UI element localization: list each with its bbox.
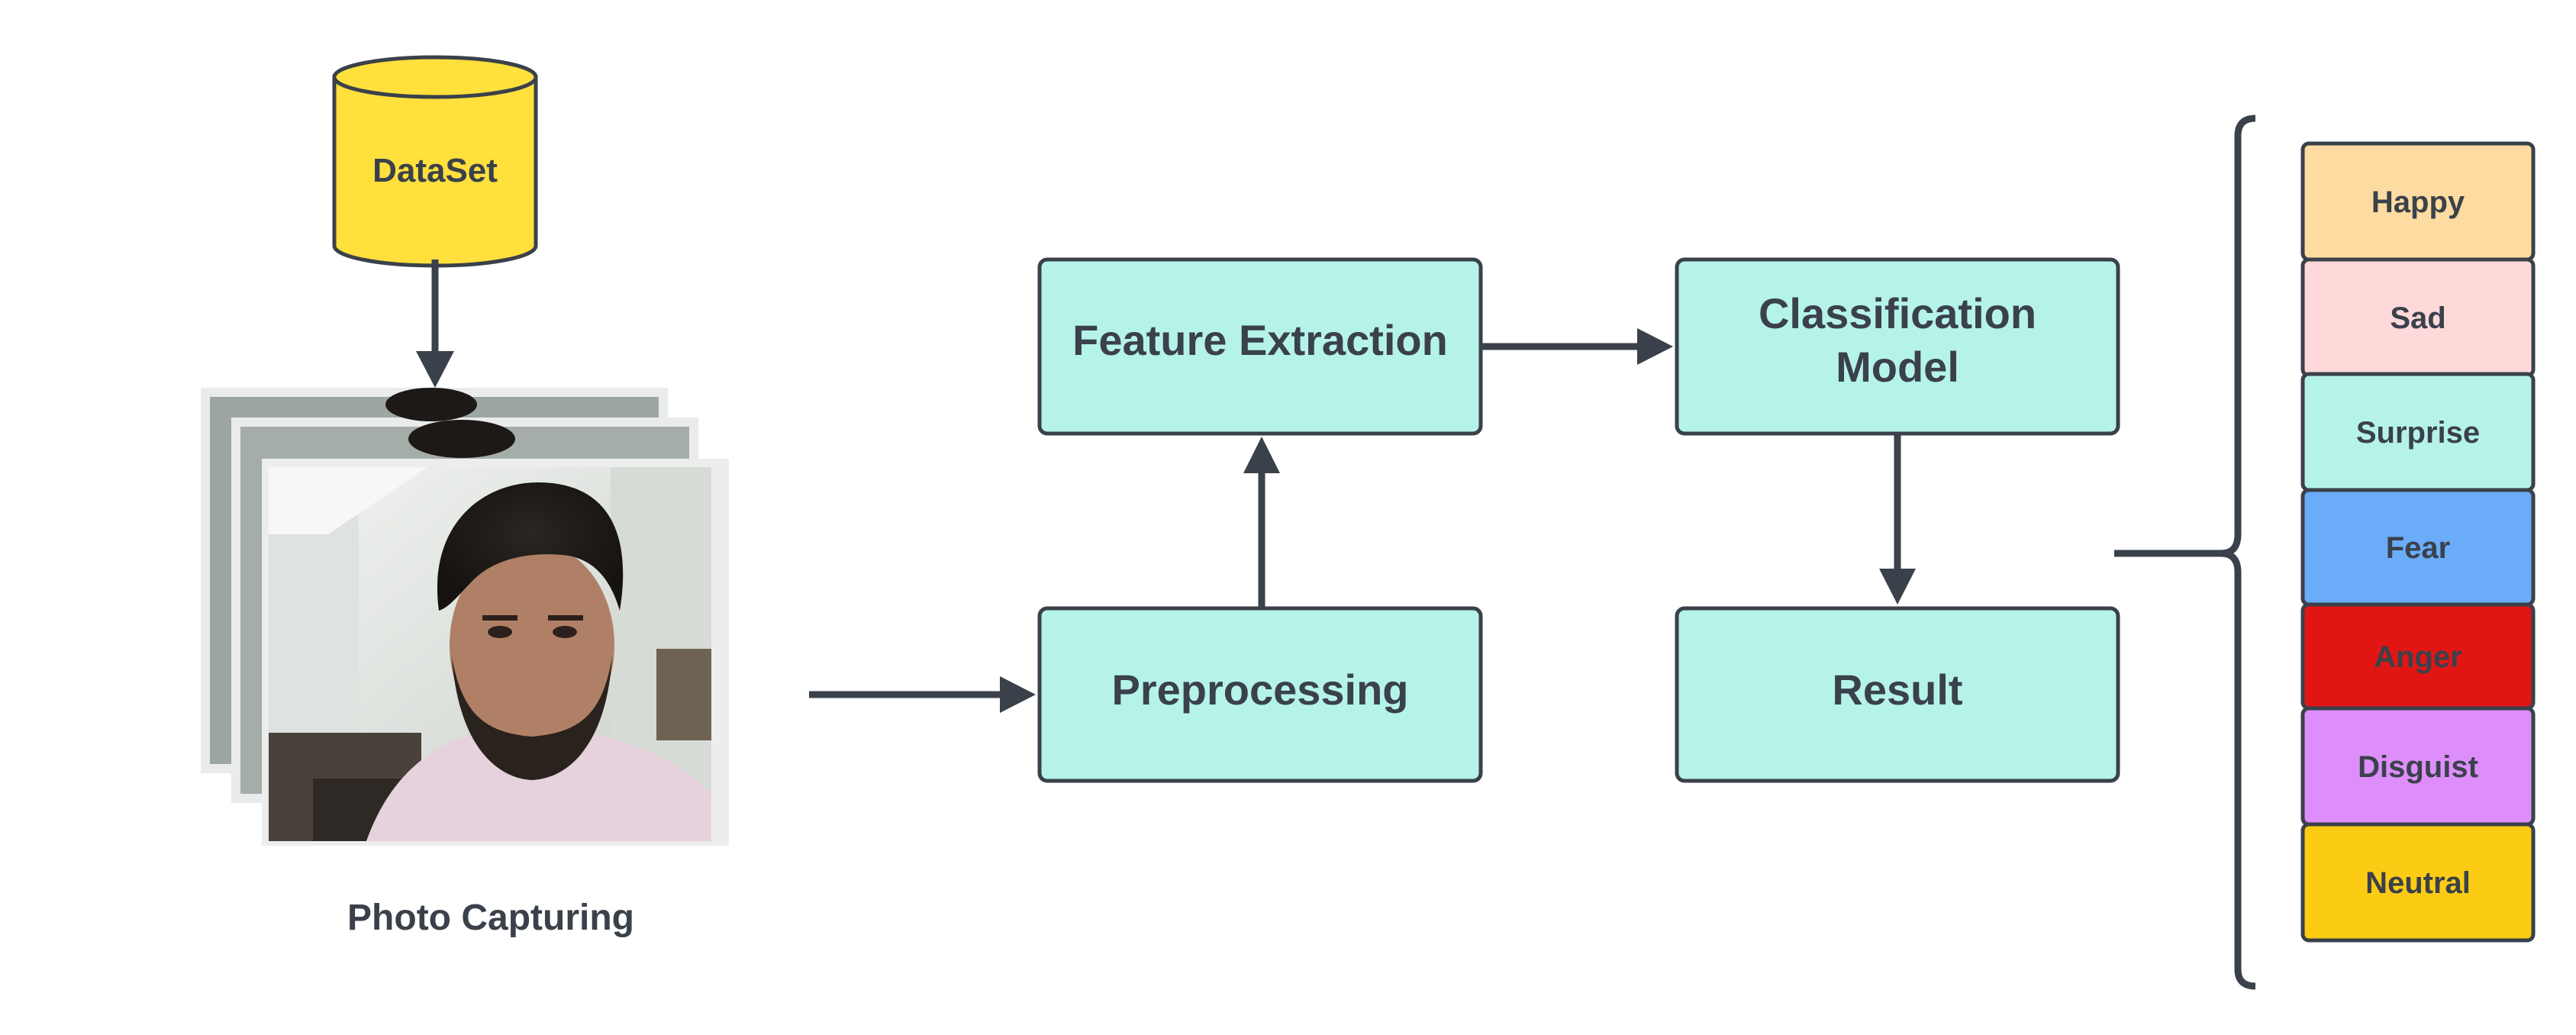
feature-extraction-box: Feature Extraction <box>1037 257 1483 436</box>
emotion-item-neutral: Neutral <box>2300 822 2536 943</box>
emotion-item-fear: Fear <box>2300 488 2536 607</box>
preprocessing-box: Preprocessing <box>1037 606 1483 783</box>
photo-back-hair <box>385 388 477 421</box>
preprocessing-label: Preprocessing <box>1111 666 1408 714</box>
classification-label-line1: Classification <box>1759 289 2036 337</box>
emotion-label: Happy <box>2371 185 2465 219</box>
dataset-cylinder-top <box>332 55 538 99</box>
dataset-cylinder: DataSet <box>332 55 538 268</box>
emotion-label: Neutral <box>2365 866 2471 900</box>
emotion-item-disguist: Disguist <box>2300 706 2536 827</box>
emotion-brace <box>2114 114 2256 990</box>
result-label: Result <box>1832 666 1962 714</box>
photo-middle-hair <box>408 420 515 458</box>
arrow-classification-to-result <box>1879 434 1916 605</box>
emotion-label: Fear <box>2386 531 2451 565</box>
result-box: Result <box>1675 606 2120 783</box>
emotion-label: Sad <box>2390 301 2445 335</box>
arrow-feature-to-classification <box>1481 328 1673 365</box>
arrow-photos-to-preprocessing <box>809 676 1036 713</box>
photo-front <box>269 467 711 841</box>
emotion-label: Disguist <box>2358 750 2478 784</box>
emotion-item-happy: Happy <box>2300 141 2536 262</box>
emotion-item-sad: Sad <box>2300 257 2536 378</box>
emotion-label: Surprise <box>2356 416 2480 450</box>
emotion-item-anger: Anger <box>2300 602 2536 711</box>
dataset-cylinder-body <box>332 75 538 268</box>
photo-capturing-caption: Photo Capturing <box>347 898 634 938</box>
emotion-label: Anger <box>2374 640 2462 674</box>
emotion-box <box>2300 822 2536 943</box>
arrow-preprocessing-to-feature <box>1243 437 1280 608</box>
dataset-label: DataSet <box>372 152 498 189</box>
feature-extraction-label: Feature Extraction <box>1072 316 1448 364</box>
classification-model-box: Classification Model <box>1675 257 2120 436</box>
emotion-item-surprise: Surprise <box>2300 372 2536 492</box>
arrow-dataset-to-photos <box>416 260 454 388</box>
photo-stack: Photo Capturing <box>201 388 729 938</box>
classification-label-line2: Model <box>1836 343 1959 391</box>
